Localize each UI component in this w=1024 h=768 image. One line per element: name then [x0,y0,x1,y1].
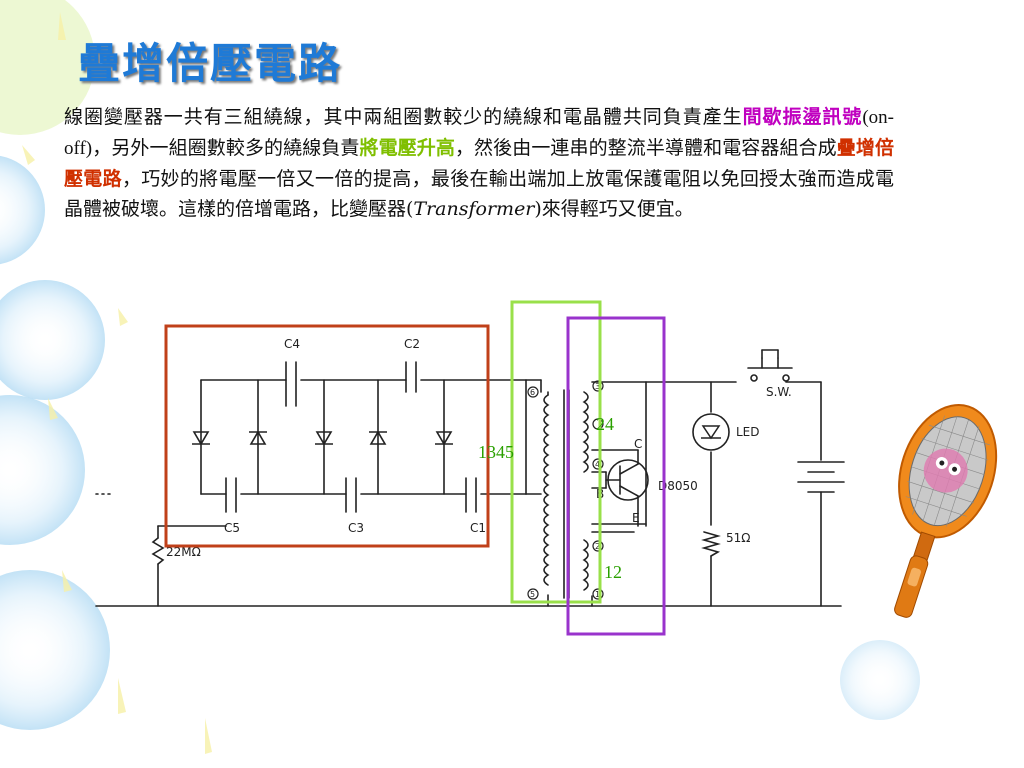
secondary-winding-box [510,300,602,604]
label-c3: C3 [348,521,364,535]
label-transistor: D8050 [658,479,698,493]
electric-swatter-illustration [894,403,998,618]
paragraph-text-4: ，巧妙的將電壓一倍又一倍的提高，最後在輸出端加上放電保護電阻以免回授太強而造成電… [64,168,894,220]
label-pin-e: E [632,511,640,525]
background-rays [22,12,212,754]
diode-chain [192,430,453,446]
pin-label-4: 4 [595,460,600,469]
label-c2: C2 [404,337,420,351]
pin-label-5: 5 [530,590,535,599]
label-c4: C4 [284,337,300,351]
label-c1: C1 [470,521,486,535]
paragraph-text-3: ，然後由一連串的整流半導體和電容器組合成 [454,137,837,159]
paragraph-text-2: ，另外一組圈數較多的繞線負責 [92,137,360,159]
background-bubbles [0,0,920,730]
annotation-24: 24 [596,414,614,434]
pin-label-1: 1 [595,590,600,599]
pin-label-6: 6 [530,388,535,397]
paragraph-text-5: )來得輕巧又便宜。 [534,198,694,220]
description-paragraph: 線圈變壓器一共有三組繞線，其中兩組圈數較少的繞線和電晶體共同負責產生間歇振盪訊號… [64,102,894,224]
label-22m-resistor: 22MΩ [166,545,201,559]
label-switch: S.W. [766,385,792,399]
annotation-12: 12 [604,562,622,582]
paragraph-transformer: Transformer [413,198,535,220]
label-pin-c: C [634,437,642,451]
multiplier-highlight-box [164,324,490,548]
highlight-step-up: 將電壓升高 [359,137,455,159]
label-led: LED [736,425,760,439]
label-c5: C5 [224,521,240,535]
highlight-oscillation: 間歇振盪訊號 [742,106,863,128]
paragraph-text-1: 線圈變壓器一共有三組繞線，其中兩組圈數較少的繞線和電晶體共同負責產生 [64,106,743,128]
circuit-diagram: C4 C2 C5 C3 C1 22MΩ D8050 C B E S.W. LED… [95,300,845,636]
page-title: 疊增倍壓電路 [78,39,343,88]
led-symbol [701,425,721,440]
primary-winding-box [566,316,666,636]
paragraph-on-off: (on-off) [64,107,894,159]
highlight-multiplier: 疊增倍壓電路 [64,137,894,190]
pin-label-3: 3 [595,382,600,391]
label-51-resistor: 51Ω [726,531,750,545]
pin-label-2: 2 [595,542,600,551]
annotation-1345: 1345 [478,442,514,462]
